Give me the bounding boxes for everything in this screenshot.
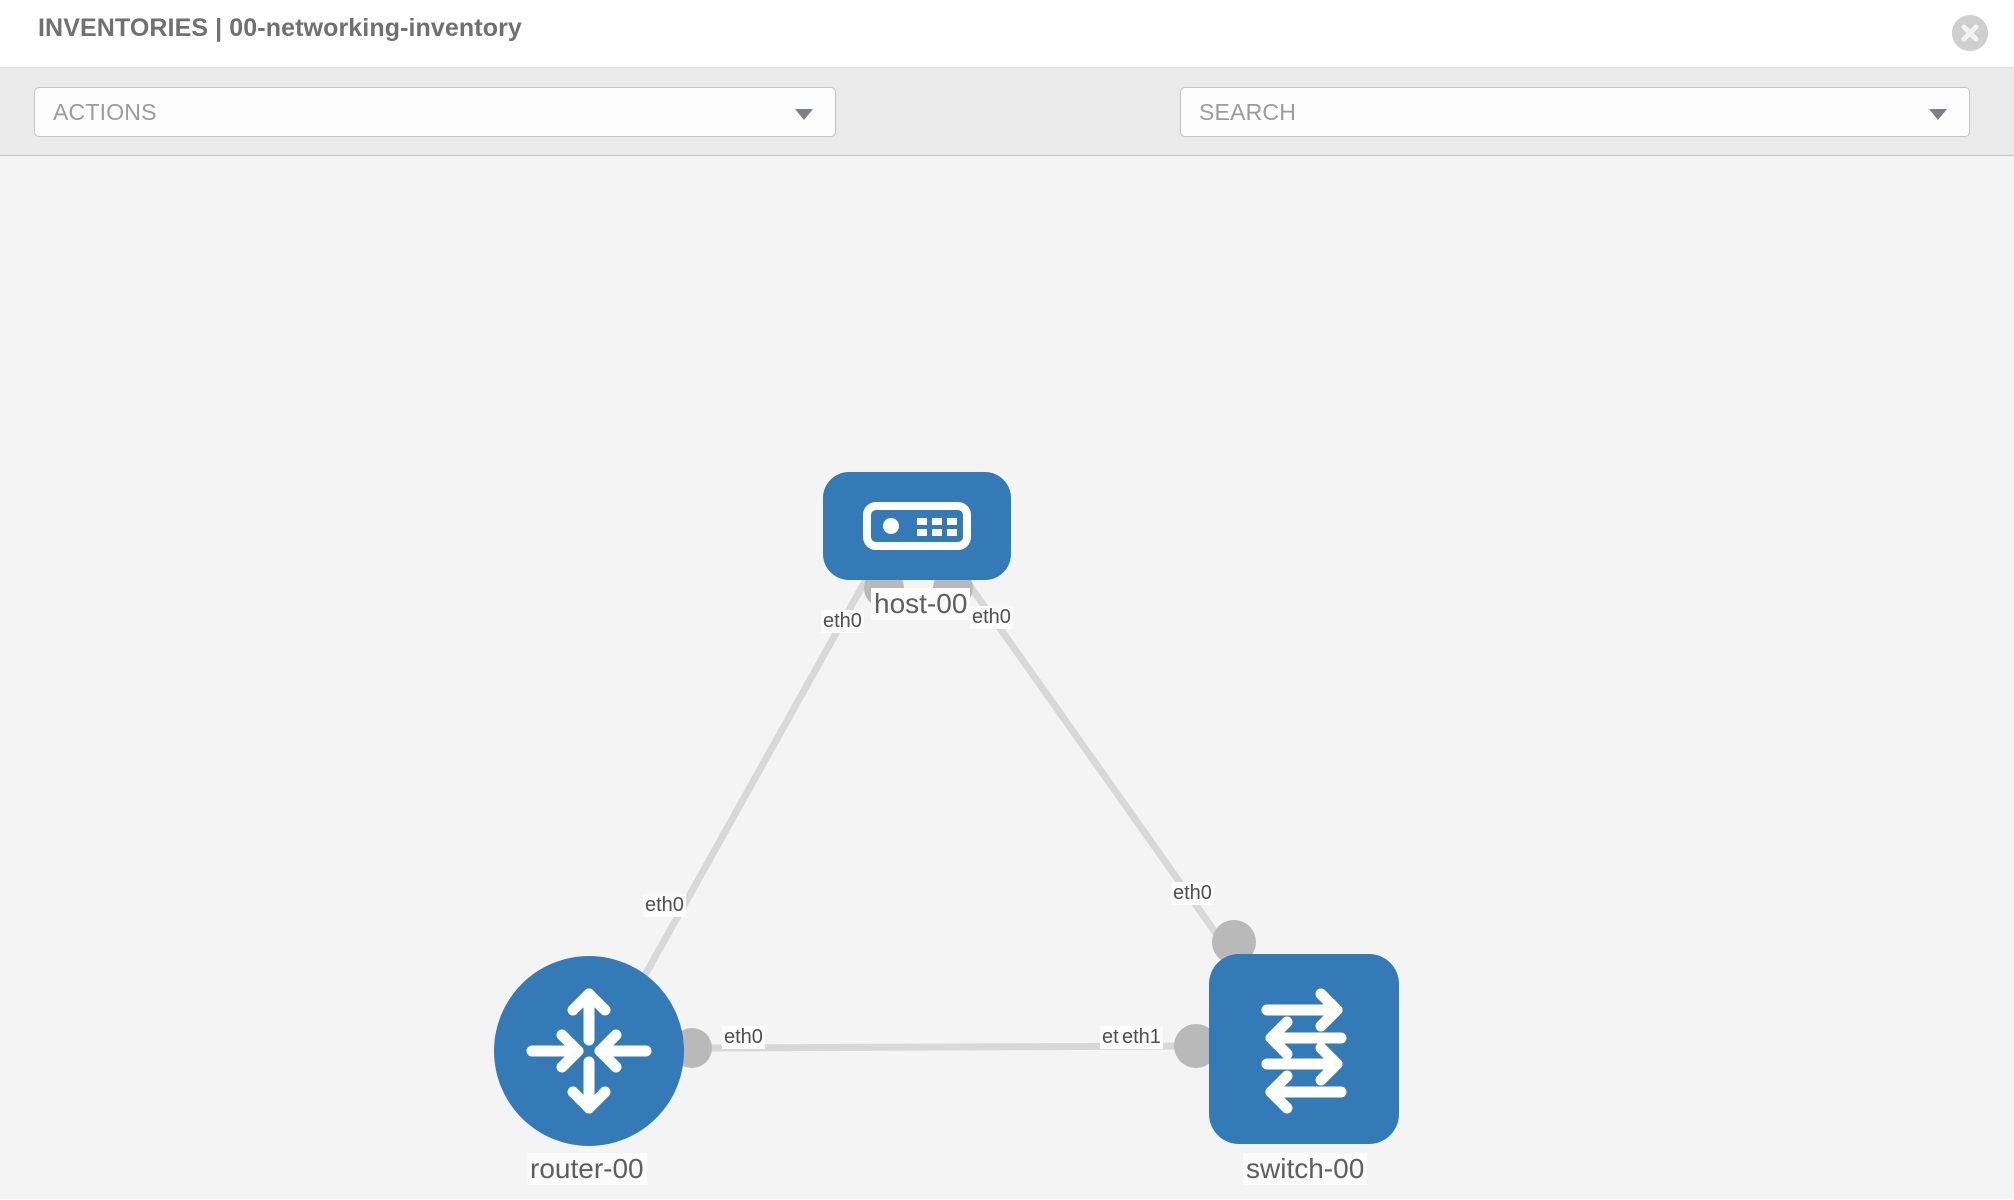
chevron-down-icon — [795, 109, 813, 120]
node-router-00[interactable] — [494, 956, 684, 1146]
close-button[interactable] — [1952, 15, 1988, 51]
switch-arrows-icon — [1261, 988, 1347, 1114]
close-circle-icon — [1952, 15, 1988, 51]
link-host-router[interactable] — [636, 574, 872, 986]
page-header: INVENTORIES | 00-networking-inventory — [0, 0, 2014, 68]
link-host-switch[interactable] — [960, 573, 1235, 959]
search-input[interactable]: SEARCH — [1180, 87, 1970, 137]
search-chevron-down-icon[interactable] — [1929, 109, 1947, 120]
page-title: INVENTORIES | 00-networking-inventory — [38, 14, 522, 42]
topology-links-layer — [636, 568, 1256, 1068]
actions-dropdown-label: ACTIONS — [53, 99, 157, 125]
topology-canvas[interactable]: host-00 router-00 switch-00 eth0 eth0 et… — [0, 156, 2014, 1199]
router-arrows-icon — [526, 988, 652, 1114]
port-switch-eth1[interactable] — [1174, 1024, 1218, 1068]
server-icon — [863, 502, 971, 550]
actions-dropdown[interactable]: ACTIONS — [34, 87, 836, 137]
toolbar: ACTIONS SEARCH — [0, 68, 2014, 194]
node-switch-00[interactable] — [1209, 954, 1399, 1144]
link-router-switch[interactable] — [689, 1042, 1216, 1052]
node-host-00[interactable] — [823, 472, 1011, 580]
search-placeholder: SEARCH — [1199, 99, 1297, 125]
port-switch-eth0[interactable] — [1212, 920, 1256, 964]
